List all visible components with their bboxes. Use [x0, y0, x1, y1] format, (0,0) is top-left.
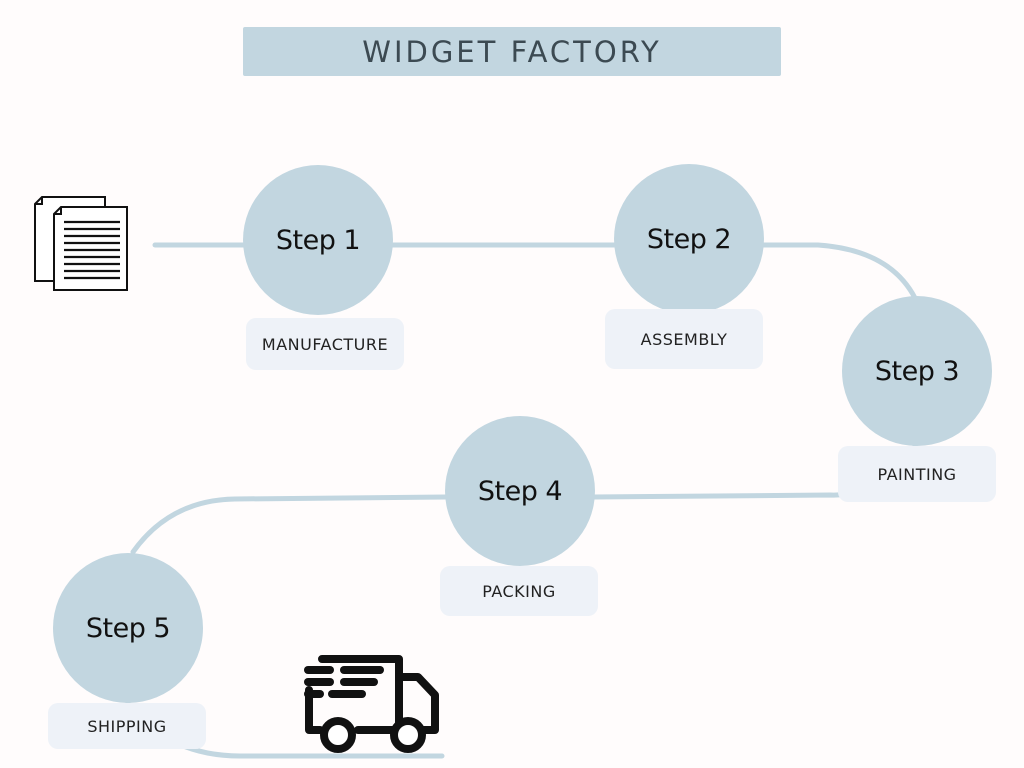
stage-packing-label: PACKING — [482, 581, 556, 601]
stage-painting-label: PAINTING — [877, 464, 957, 484]
step-4-node: Step 4 — [445, 416, 595, 566]
step-1-label: Step 1 — [275, 224, 361, 256]
stage-painting-pill: PAINTING — [838, 446, 996, 502]
step-1-node: Step 1 — [243, 165, 393, 315]
stage-assembly-pill: ASSEMBLY — [605, 309, 763, 369]
step-3-node: Step 3 — [842, 296, 992, 446]
connector-step4-step5 — [130, 494, 449, 555]
stage-shipping-label: SHIPPING — [87, 716, 167, 736]
title-banner: WIDGET FACTORY — [243, 27, 781, 76]
stage-shipping-pill: SHIPPING — [48, 703, 206, 749]
stage-manufacture-pill: MANUFACTURE — [246, 318, 404, 370]
step-4-label: Step 4 — [477, 475, 563, 507]
step-5-label: Step 5 — [85, 612, 171, 644]
diagram-title: WIDGET FACTORY — [362, 34, 662, 69]
step-2-label: Step 2 — [646, 223, 732, 255]
stage-manufacture-label: MANUFACTURE — [261, 334, 389, 354]
delivery-truck-icon — [304, 655, 439, 753]
connector-step2-step3 — [759, 242, 918, 301]
documents-icon — [34, 196, 128, 291]
step-2-node: Step 2 — [614, 164, 764, 314]
stage-assembly-label: ASSEMBLY — [640, 329, 728, 349]
step-5-node: Step 5 — [53, 553, 203, 703]
step-3-label: Step 3 — [874, 355, 960, 387]
stage-packing-pill: PACKING — [440, 566, 598, 616]
